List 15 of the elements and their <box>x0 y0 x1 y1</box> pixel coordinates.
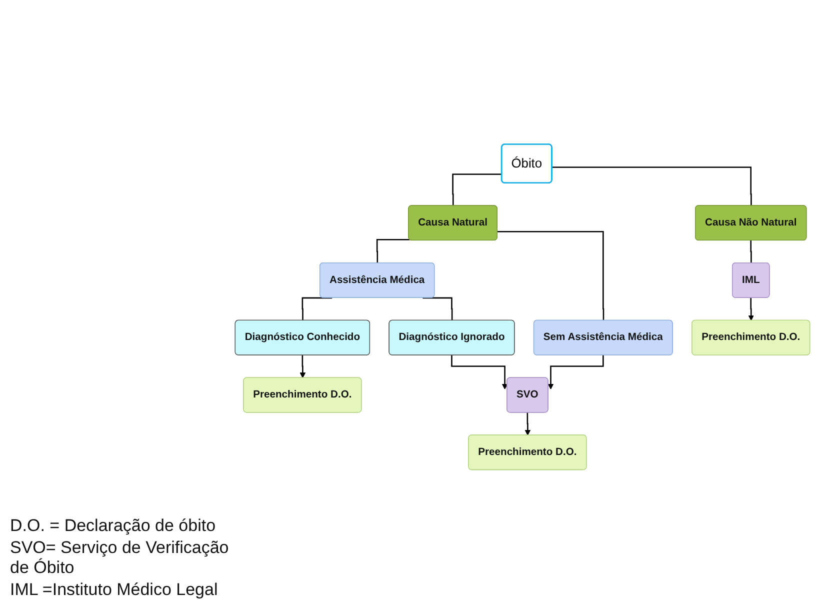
connector <box>552 166 752 206</box>
abbreviation-note: IML =Instituto Médico Legal <box>10 580 219 600</box>
connector <box>376 239 410 264</box>
connector <box>452 174 502 206</box>
arrow <box>524 412 531 436</box>
connector <box>302 297 332 321</box>
connector <box>422 297 453 321</box>
arrow <box>748 297 754 321</box>
abbreviation-note: D.O. = Declaração de óbito <box>10 516 217 536</box>
connector <box>497 231 604 321</box>
arrow <box>548 354 604 390</box>
arrow <box>300 354 306 378</box>
abbreviation-note: SVO= Serviço de Verificação de Óbito <box>10 538 230 578</box>
arrow <box>451 354 508 390</box>
connector <box>750 240 752 264</box>
